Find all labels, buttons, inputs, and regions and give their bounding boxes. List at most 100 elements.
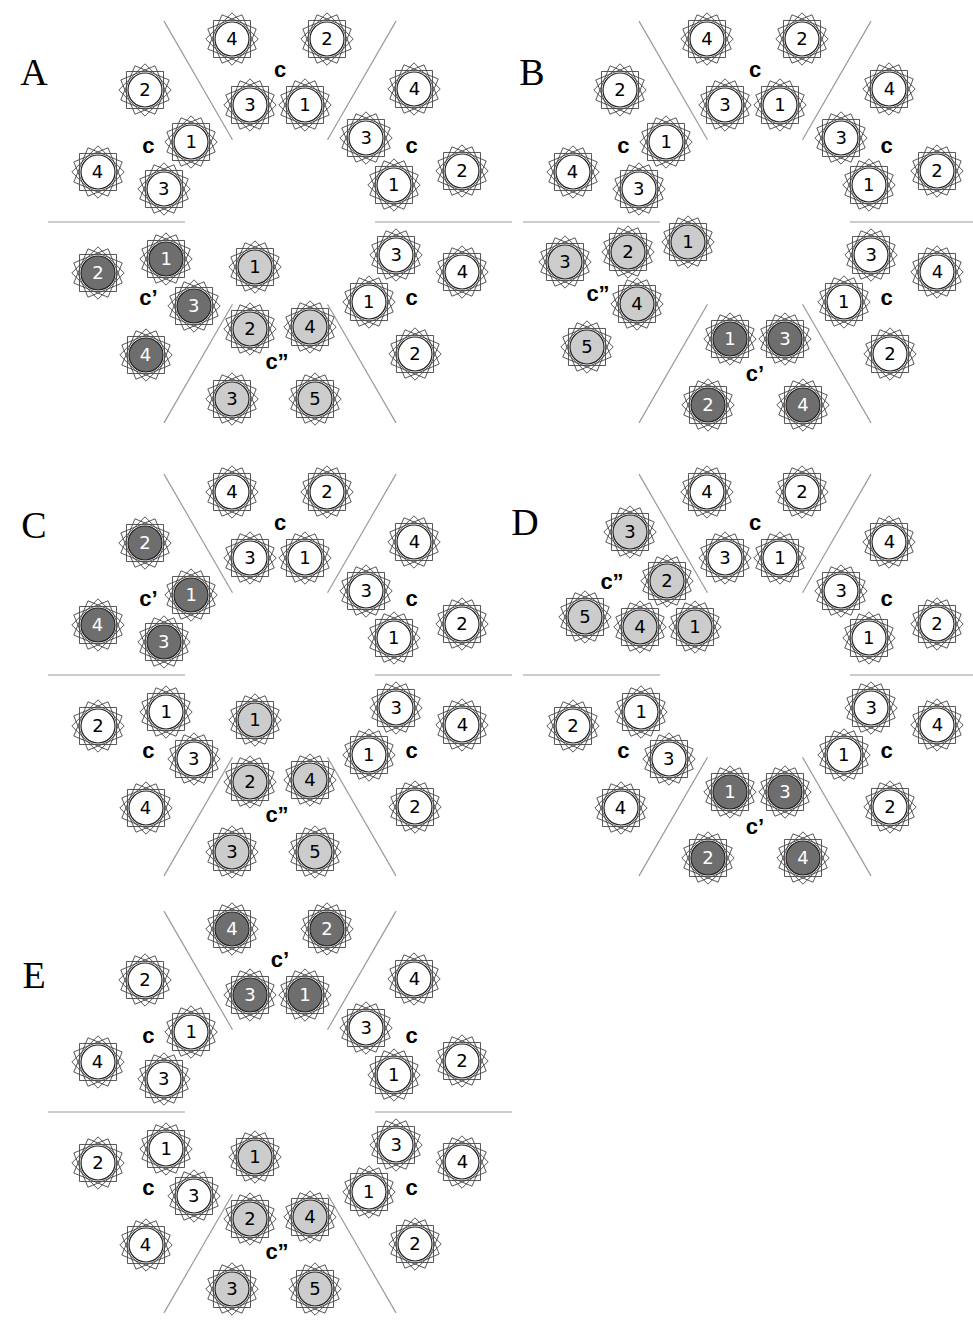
helix-number: 2 xyxy=(774,464,830,520)
helix-number: 1 xyxy=(341,727,397,783)
subunit-label: c xyxy=(406,135,418,157)
helix-circle: 2 xyxy=(434,596,490,652)
helix-number: 1 xyxy=(841,610,897,666)
helix-circle: 2 xyxy=(434,1033,490,1089)
helix-number: 3 xyxy=(204,371,260,427)
helix-circle: 2 xyxy=(70,1135,126,1191)
helix-circle: 5 xyxy=(287,824,343,880)
helix-circle: 3 xyxy=(338,563,394,619)
helix-number: 5 xyxy=(287,1261,343,1317)
subunit-label: c” xyxy=(586,283,609,305)
helix-number: 2 xyxy=(299,901,355,957)
helix-circle: 2 xyxy=(600,224,656,280)
helix-circle: 2 xyxy=(299,11,355,67)
helix-circle: 2 xyxy=(222,301,278,357)
helix-circle: 4 xyxy=(204,901,260,957)
helix-number: 4 xyxy=(386,514,442,570)
helix-circle: 1 xyxy=(667,599,723,655)
helix-circle: 5 xyxy=(557,589,613,645)
helix-number: 4 xyxy=(204,464,260,520)
helix-number: 3 xyxy=(368,1117,424,1173)
panel-letter: B xyxy=(519,53,544,91)
subunit-label: c xyxy=(142,1025,154,1047)
helix-circle: 2 xyxy=(434,143,490,199)
helix-circle: 3 xyxy=(338,110,394,166)
helix-number: 1 xyxy=(841,157,897,213)
helix-number: 4 xyxy=(386,951,442,1007)
helix-circle: 2 xyxy=(774,11,830,67)
helix-circle: 4 xyxy=(282,299,338,355)
helix-circle: 2 xyxy=(909,596,965,652)
helix-circle: 1 xyxy=(138,231,194,287)
helix-number: 3 xyxy=(602,504,658,560)
helix-circle: 4 xyxy=(70,144,126,200)
helix-number: 4 xyxy=(434,697,490,753)
helix-circle: 2 xyxy=(680,377,736,433)
helix-circle: 2 xyxy=(774,464,830,520)
helix-number: 2 xyxy=(117,515,173,571)
helix-circle: 3 xyxy=(368,227,424,283)
subunit-label: c xyxy=(881,740,893,762)
helix-circle: 4 xyxy=(775,377,831,433)
helix-number: 3 xyxy=(204,1261,260,1317)
helix-number: 4 xyxy=(593,780,649,836)
subunit-label: c” xyxy=(265,1241,288,1263)
helix-circle: 2 xyxy=(117,62,173,118)
helix-number: 4 xyxy=(775,830,831,886)
helix-circle: 4 xyxy=(386,951,442,1007)
helix-number: 1 xyxy=(702,311,758,367)
helix-circle: 1 xyxy=(638,114,694,170)
helix-circle: 1 xyxy=(366,157,422,213)
helix-circle: 4 xyxy=(386,61,442,117)
helix-number: 2 xyxy=(117,62,173,118)
helix-number: 4 xyxy=(434,1134,490,1190)
helix-circle: 4 xyxy=(612,599,668,655)
helix-number: 3 xyxy=(843,227,899,283)
helix-circle: 4 xyxy=(282,1189,338,1245)
helix-number: 1 xyxy=(277,530,333,586)
helix-circle: 2 xyxy=(639,553,695,609)
helix-number: 1 xyxy=(163,567,219,623)
helix-number: 3 xyxy=(338,1000,394,1056)
helix-circle: 3 xyxy=(757,764,813,820)
helix-circle: 1 xyxy=(341,1164,397,1220)
panel-letter: A xyxy=(20,53,47,91)
helix-circle: 1 xyxy=(163,567,219,623)
helix-number: 3 xyxy=(136,161,192,217)
helix-circle: 3 xyxy=(204,371,260,427)
helix-number: 4 xyxy=(70,597,126,653)
helix-circle: 2 xyxy=(387,1216,443,1272)
helix-circle: 3 xyxy=(136,1051,192,1107)
helix-number: 4 xyxy=(386,61,442,117)
helix-circle: 3 xyxy=(697,77,753,133)
helix-number: 3 xyxy=(757,764,813,820)
helix-circle: 4 xyxy=(70,1034,126,1090)
subunit-label: c xyxy=(406,287,418,309)
helix-number: 1 xyxy=(277,77,333,133)
helix-circle: 2 xyxy=(909,143,965,199)
helix-number: 4 xyxy=(679,464,735,520)
helix-number: 2 xyxy=(862,326,918,382)
helix-number: 2 xyxy=(680,377,736,433)
helix-number: 2 xyxy=(222,754,278,810)
helix-number: 2 xyxy=(299,11,355,67)
helix-circle: 4 xyxy=(861,514,917,570)
helix-number: 3 xyxy=(222,77,278,133)
helix-circle: 5 xyxy=(287,1261,343,1317)
subunit-label: c’ xyxy=(139,588,157,610)
subunit-label: c xyxy=(749,512,761,534)
subunit-label: c xyxy=(406,1025,418,1047)
helix-circle: 1 xyxy=(366,610,422,666)
helix-number: 1 xyxy=(163,114,219,170)
subunit-label: c xyxy=(142,1177,154,1199)
helix-circle: 1 xyxy=(702,311,758,367)
helix-circle: 5 xyxy=(287,371,343,427)
helix-number: 1 xyxy=(366,610,422,666)
helix-circle: 2 xyxy=(222,1191,278,1247)
helix-number: 1 xyxy=(227,239,283,295)
helix-number: 4 xyxy=(118,1217,174,1273)
helix-circle: 2 xyxy=(387,326,443,382)
helix-number: 4 xyxy=(909,697,965,753)
